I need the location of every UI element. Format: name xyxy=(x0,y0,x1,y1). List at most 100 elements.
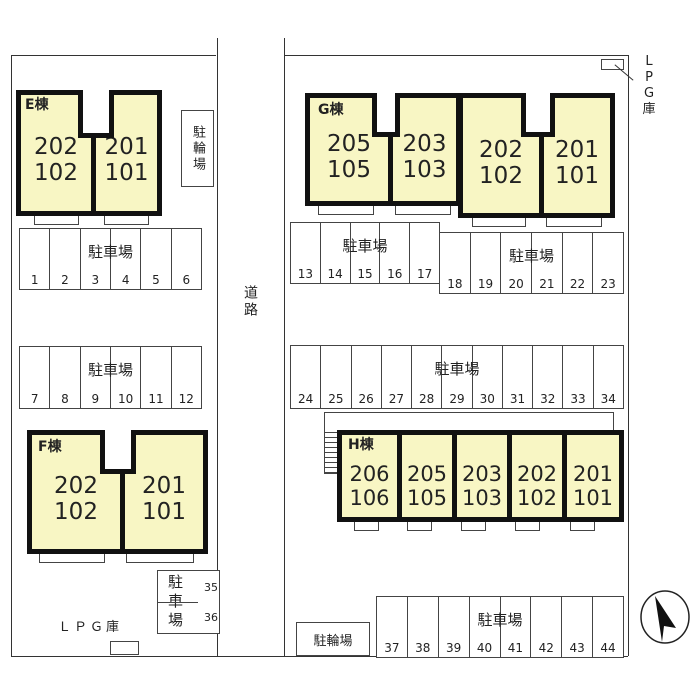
balcony xyxy=(126,554,194,563)
unit-number: 201 xyxy=(142,473,186,499)
stairs xyxy=(78,90,114,138)
unit-number: 105 xyxy=(406,486,448,510)
parking-slot: 2 xyxy=(49,229,79,289)
parking-slot: 30 xyxy=(471,346,502,408)
parking-slot: 21 xyxy=(531,233,562,293)
parking-slot: 14 xyxy=(319,223,350,283)
building-label: H棟 xyxy=(348,437,374,453)
label-char: 駐 xyxy=(168,573,184,591)
parking-slot: 4 xyxy=(109,229,140,289)
bicycle-parking-e: 駐輪場 xyxy=(181,110,214,187)
parking-slot: 20 xyxy=(500,233,531,293)
parking-slot: 6 xyxy=(170,229,201,289)
balcony xyxy=(472,218,526,227)
slot-number: 35 xyxy=(204,581,218,594)
parking-slot: 23 xyxy=(592,233,623,293)
parking-slot: 24 xyxy=(297,392,314,406)
balcony xyxy=(407,522,432,531)
stairs xyxy=(521,93,555,137)
lot-line xyxy=(11,55,216,56)
balcony xyxy=(104,216,149,225)
parking-slot: 8 xyxy=(49,347,79,408)
parking-slot: 17 xyxy=(409,223,439,283)
balcony xyxy=(546,218,602,227)
unit-number: 205 xyxy=(327,130,371,157)
parking-slot: 44 xyxy=(592,597,623,657)
unit-number: 101 xyxy=(104,160,149,186)
parking-slot: 42 xyxy=(530,597,561,657)
label-char: 車 xyxy=(168,592,184,610)
parking-slot: 11 xyxy=(140,347,170,408)
parking-slot: 9 xyxy=(79,347,110,408)
parking-slot: 19 xyxy=(469,233,501,293)
parking-slot: 34 xyxy=(592,346,623,408)
lpg-storage-label: LPG庫 xyxy=(642,54,656,117)
unit-number: 103 xyxy=(461,486,503,510)
lpg-storage xyxy=(601,59,624,70)
lot-line xyxy=(217,38,218,656)
unit-number: 101 xyxy=(555,162,599,189)
parking-slot: 13 xyxy=(297,267,314,281)
parking-slot: 16 xyxy=(379,223,409,283)
parking-slot: 12 xyxy=(170,347,201,408)
unit-number: 102 xyxy=(479,162,523,189)
unit-number: 106 xyxy=(349,486,390,510)
parking-slot: 18 xyxy=(447,277,463,291)
stairs xyxy=(372,93,400,137)
unit-number: 102 xyxy=(34,160,78,186)
parking-slot: 15 xyxy=(349,223,380,283)
leader-line xyxy=(614,64,634,81)
parking-slot: 26 xyxy=(350,346,381,408)
unit-number: 203 xyxy=(402,130,447,157)
parking-slot: 5 xyxy=(140,229,170,289)
unit-number: 205 xyxy=(406,462,448,486)
lot-line xyxy=(11,55,12,656)
parking-slot: 39 xyxy=(437,597,469,657)
balcony xyxy=(318,206,374,215)
balcony xyxy=(515,522,540,531)
lot-line xyxy=(628,55,629,656)
corridor xyxy=(324,412,614,433)
parking-slot: 7 xyxy=(30,392,39,406)
parking-slot: 37 xyxy=(384,641,400,655)
unit-number: 103 xyxy=(402,156,447,183)
parking-slot: 27 xyxy=(380,346,411,408)
lpg-storage-label: ＬＰＧ庫 xyxy=(58,620,123,635)
balcony xyxy=(461,522,486,531)
stairs xyxy=(100,430,136,474)
unit-number: 202 xyxy=(34,134,78,160)
lot-line xyxy=(11,656,628,657)
unit-number: 202 xyxy=(479,136,523,163)
building-label: G棟 xyxy=(318,102,344,118)
parking-slot: 41 xyxy=(499,597,531,657)
parking-slot: 25 xyxy=(320,346,350,408)
balcony xyxy=(395,206,451,215)
parking-slot: 1 xyxy=(30,273,39,287)
lot-line xyxy=(284,55,628,56)
lot-line xyxy=(284,38,285,656)
small-parking-35-36: 駐 車 場 35 36 xyxy=(157,570,220,634)
parking-slot: 43 xyxy=(561,597,592,657)
balcony xyxy=(39,554,105,563)
unit-number: 203 xyxy=(461,462,503,486)
unit-number: 202 xyxy=(54,473,98,499)
unit-number: 102 xyxy=(516,486,558,510)
balcony xyxy=(570,522,595,531)
parking-slot: 31 xyxy=(501,346,532,408)
road-label: 道路 xyxy=(242,285,258,319)
unit-number: 105 xyxy=(327,156,371,183)
unit-number: 102 xyxy=(54,499,98,525)
balcony xyxy=(354,522,379,531)
parking-slot: 10 xyxy=(109,347,140,408)
parking-slot: 33 xyxy=(562,346,592,408)
label-char: 場 xyxy=(168,611,184,629)
parking-slot: 32 xyxy=(532,346,562,408)
